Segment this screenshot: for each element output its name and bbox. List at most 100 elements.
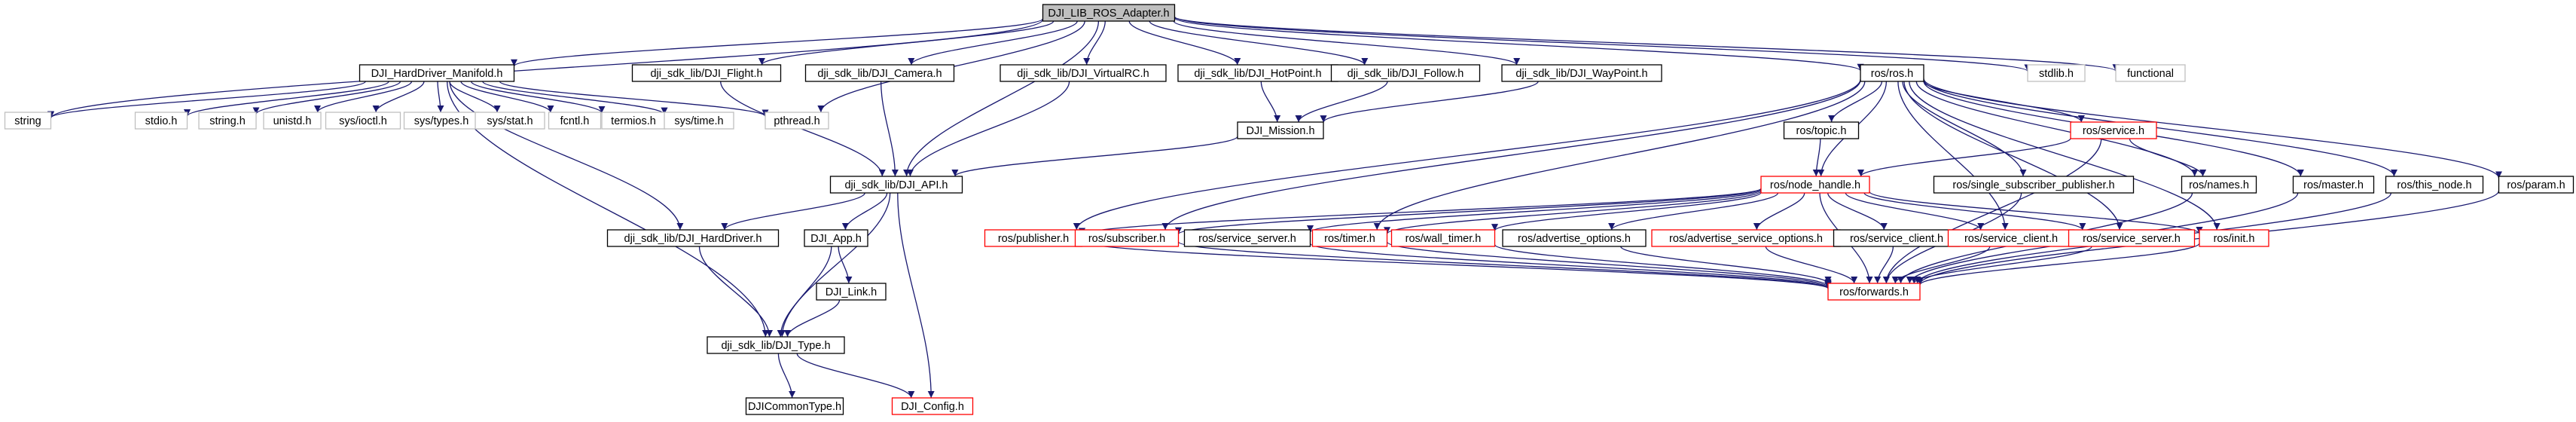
node-service[interactable]: ros/service.h (2070, 121, 2157, 139)
node-box-service[interactable] (2070, 121, 2157, 139)
node-advsrvopts[interactable]: ros/advertise_service_options.h (1651, 229, 1841, 247)
edge-hotpoint-to-mission (1260, 81, 1281, 123)
node-box-rosh[interactable] (1860, 64, 1924, 82)
node-box-api[interactable] (829, 176, 963, 194)
node-names[interactable]: ros/names.h (2181, 176, 2257, 194)
node-box-subscriber[interactable] (1074, 229, 1180, 247)
node-stdio[interactable]: stdio.h (134, 112, 188, 130)
node-unistd[interactable]: unistd.h (263, 112, 322, 130)
node-api[interactable]: dji_sdk_lib/DJI_API.h (829, 176, 963, 194)
node-box-camera[interactable] (804, 64, 955, 82)
node-box-adapter[interactable] (1042, 4, 1176, 22)
node-rosh[interactable]: ros/ros.h (1860, 64, 1924, 82)
node-param[interactable]: ros/param.h (2498, 176, 2574, 194)
node-box-waypoint[interactable] (1501, 64, 1662, 82)
node-box-init[interactable] (2199, 229, 2269, 247)
node-box-follow[interactable] (1330, 64, 1481, 82)
edge-waypoint-to-mission (1320, 81, 1539, 123)
node-pthread[interactable]: pthread.h (765, 112, 829, 130)
node-serviceserver1[interactable]: ros/service_server.h (1183, 229, 1311, 247)
node-advopts[interactable]: ros/advertise_options.h (1502, 229, 1647, 247)
node-master[interactable]: ros/master.h (2292, 176, 2375, 194)
node-box-virtualrc[interactable] (1000, 64, 1167, 82)
node-string[interactable]: string (4, 112, 52, 130)
node-box-stringh[interactable] (198, 112, 257, 130)
node-box-fcntl[interactable] (548, 112, 602, 130)
node-serviceclient2[interactable]: ros/service_client.h (1947, 229, 2075, 247)
node-topic[interactable]: ros/topic.h (1783, 121, 1860, 139)
node-type[interactable]: dji_sdk_lib/DJI_Type.h (707, 336, 845, 354)
node-box-thisnode[interactable] (2385, 176, 2484, 194)
node-box-master[interactable] (2292, 176, 2375, 194)
node-stdlib[interactable]: stdlib.h (2027, 64, 2086, 82)
node-box-topic[interactable] (1783, 121, 1860, 139)
node-box-commontype[interactable] (745, 397, 844, 415)
node-label-string: string (14, 115, 41, 127)
node-box-stat[interactable] (475, 112, 545, 130)
node-time[interactable]: sys/time.h (664, 112, 734, 130)
node-box-unistd[interactable] (263, 112, 322, 130)
node-box-app[interactable] (804, 229, 868, 247)
node-label-commontype: DJICommonType.h (748, 401, 841, 413)
node-box-forwards[interactable] (1827, 283, 1921, 301)
edge-manifold-to-pthread (499, 81, 769, 118)
node-box-pthread[interactable] (765, 112, 829, 130)
node-box-timer[interactable] (1311, 229, 1388, 247)
node-timer[interactable]: ros/timer.h (1311, 229, 1388, 247)
node-fcntl[interactable]: fcntl.h (548, 112, 602, 130)
node-stat[interactable]: sys/stat.h (475, 112, 545, 130)
node-link[interactable]: DJI_Link.h (816, 283, 887, 301)
node-box-flight[interactable] (631, 64, 782, 82)
node-singlesub[interactable]: ros/single_subscriber_publisher.h (1933, 176, 2135, 194)
node-box-walltimer[interactable] (1390, 229, 1496, 247)
node-forwards[interactable]: ros/forwards.h (1827, 283, 1921, 301)
node-functional[interactable]: functional (2115, 64, 2186, 82)
node-box-link[interactable] (816, 283, 887, 301)
node-box-ioctl[interactable] (325, 112, 401, 130)
node-box-string[interactable] (4, 112, 52, 130)
node-init[interactable]: ros/init.h (2199, 229, 2269, 247)
node-virtualrc[interactable]: dji_sdk_lib/DJI_VirtualRC.h (1000, 64, 1167, 82)
node-box-names[interactable] (2181, 176, 2257, 194)
node-walltimer[interactable]: ros/wall_timer.h (1390, 229, 1496, 247)
node-ioctl[interactable]: sys/ioctl.h (325, 112, 401, 130)
node-subscriber[interactable]: ros/subscriber.h (1074, 229, 1180, 247)
node-follow[interactable]: dji_sdk_lib/DJI_Follow.h (1330, 64, 1481, 82)
node-harddriver[interactable]: dji_sdk_lib/DJI_HardDriver.h (606, 229, 780, 247)
node-commontype[interactable]: DJICommonType.h (745, 397, 844, 415)
node-box-advopts[interactable] (1502, 229, 1647, 247)
node-box-serviceserver1[interactable] (1183, 229, 1311, 247)
node-app[interactable]: DJI_App.h (804, 229, 868, 247)
node-box-singlesub[interactable] (1933, 176, 2135, 194)
node-manifold[interactable]: DJI_HardDriver_Manifold.h (359, 64, 515, 82)
node-flight[interactable]: dji_sdk_lib/DJI_Flight.h (631, 64, 782, 82)
node-label-type: dji_sdk_lib/DJI_Type.h (721, 340, 830, 352)
node-publisher[interactable]: ros/publisher.h (984, 229, 1083, 247)
node-stringh[interactable]: string.h (198, 112, 257, 130)
node-camera[interactable]: dji_sdk_lib/DJI_Camera.h (804, 64, 955, 82)
node-box-stdio[interactable] (134, 112, 188, 130)
node-box-serviceserver2[interactable] (2068, 229, 2196, 247)
node-serviceserver2[interactable]: ros/service_server.h (2068, 229, 2196, 247)
node-adapter[interactable]: DJI_LIB_ROS_Adapter.h (1042, 4, 1176, 22)
node-box-mission[interactable] (1237, 121, 1324, 139)
node-box-type[interactable] (707, 336, 845, 354)
node-nodehandle[interactable]: ros/node_handle.h (1760, 176, 1870, 194)
node-thisnode[interactable]: ros/this_node.h (2385, 176, 2484, 194)
node-box-time[interactable] (664, 112, 734, 130)
node-box-config[interactable] (891, 397, 974, 415)
node-serviceclient1[interactable]: ros/service_client.h (1833, 229, 1961, 247)
node-config[interactable]: DJI_Config.h (891, 397, 974, 415)
node-termios[interactable]: termios.h (601, 112, 666, 130)
node-waypoint[interactable]: dji_sdk_lib/DJI_WayPoint.h (1501, 64, 1662, 82)
node-mission[interactable]: DJI_Mission.h (1237, 121, 1324, 139)
node-types[interactable]: sys/types.h (403, 112, 480, 130)
edge-adapter-to-rosh (1174, 17, 1864, 72)
node-hotpoint[interactable]: dji_sdk_lib/DJI_HotPoint.h (1177, 64, 1338, 82)
node-box-functional[interactable] (2115, 64, 2186, 82)
node-box-manifold[interactable] (359, 64, 515, 82)
node-box-nodehandle[interactable] (1760, 176, 1870, 194)
node-box-param[interactable] (2498, 176, 2574, 194)
node-box-harddriver[interactable] (606, 229, 780, 247)
node-box-stdlib[interactable] (2027, 64, 2086, 82)
